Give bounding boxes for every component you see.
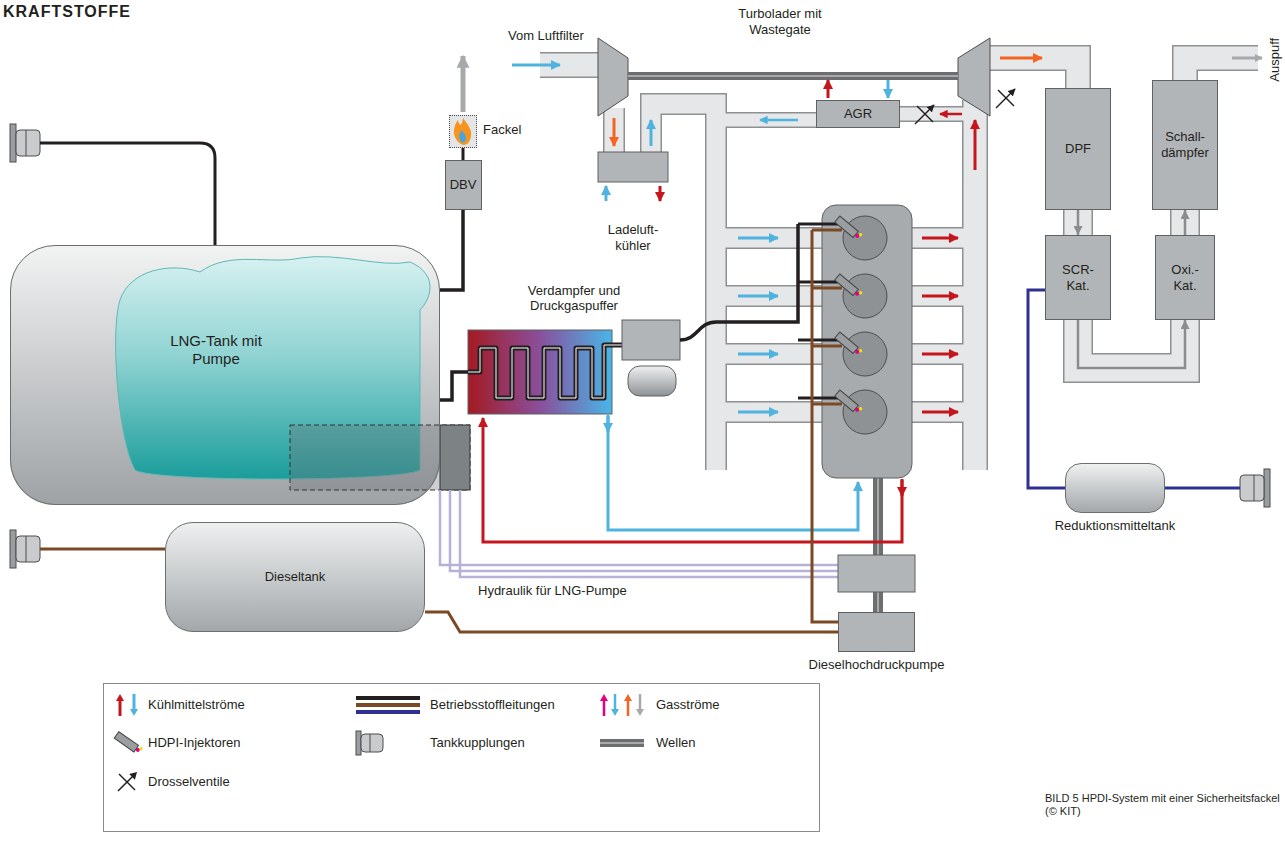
catalyst-box: SCR- Kat. — [1045, 235, 1111, 320]
node-label: Ladeluft- kühler — [598, 222, 668, 253]
flare-box: Fackel — [449, 115, 477, 148]
legend-icon — [352, 692, 424, 718]
lng-tank: LNG-Tank mit Pumpe — [10, 245, 440, 505]
section-header: KRAFTSTOFFE — [3, 2, 131, 21]
node-label: Reduktionsmitteltank — [1055, 518, 1176, 534]
legend-text: Tankkupplungen — [430, 735, 525, 750]
connector — [440, 210, 463, 290]
reductant-tank: Reduktionsmitteltank — [1065, 463, 1165, 513]
connector — [1184, 210, 1187, 235]
node-label: Schall- dämpfer — [1157, 129, 1213, 160]
legend-icon — [598, 730, 648, 756]
figure-caption: BILD 5 HPDI-System mit einer Sicherheits… — [1045, 792, 1281, 818]
part-label: Turbolader mit Wastegate — [725, 6, 835, 37]
egr-box: AGR — [816, 100, 900, 128]
legend-icon — [598, 692, 648, 718]
connector — [440, 372, 468, 400]
legend-text: Gasströme — [656, 697, 720, 712]
node-label: Oxi.- Kat. — [1163, 262, 1207, 293]
connector — [462, 148, 465, 160]
node-label: DBV — [450, 177, 477, 193]
node-label: LNG-Tank mit Pumpe — [156, 332, 276, 368]
cooler-box: Ladeluft- kühler — [598, 152, 668, 182]
legend-text: Wellen — [656, 735, 696, 750]
legend-text: Kühlmittelströme — [148, 697, 245, 712]
legend-icon — [110, 730, 146, 756]
legend-icon — [352, 730, 424, 756]
legend-text: HDPI-Injektoren — [148, 735, 240, 750]
valve-box: DBV — [445, 160, 482, 210]
legend-text: Drosselventile — [148, 774, 230, 789]
legend-icon — [110, 769, 146, 795]
legend-icon — [110, 692, 146, 718]
catalyst-box: Oxi.- Kat. — [1155, 235, 1215, 320]
node-label: Fackel — [483, 122, 521, 138]
node-label: SCR- Kat. — [1056, 262, 1100, 293]
evaporator-unit: Verdampfer und Druckgaspuffer — [468, 318, 680, 414]
pump-box: Dieselhochdruckpumpe — [838, 612, 915, 652]
node-label: AGR — [844, 106, 872, 122]
muffler-box: Schall- dämpfer — [1152, 80, 1218, 210]
connector — [1078, 320, 1185, 368]
node-label: Verdampfer und Druckgaspuffer — [509, 283, 639, 314]
part-label: Auspuff — [1267, 37, 1283, 82]
filter-box: DPF — [1045, 88, 1111, 210]
node-label: Dieselhochdruckpumpe — [809, 657, 945, 673]
line-label: Hydraulik für LNG-Pumpe — [478, 583, 627, 599]
connector — [425, 612, 838, 632]
connector — [1077, 210, 1080, 235]
part-label: Vom Luftfilter — [508, 28, 584, 44]
node-label: DPF — [1065, 141, 1091, 157]
node-label: Dieseltank — [265, 569, 326, 585]
legend-text: Betriebsstoffleitungen — [430, 697, 555, 712]
diesel-tank: Dieseltank — [165, 522, 425, 632]
